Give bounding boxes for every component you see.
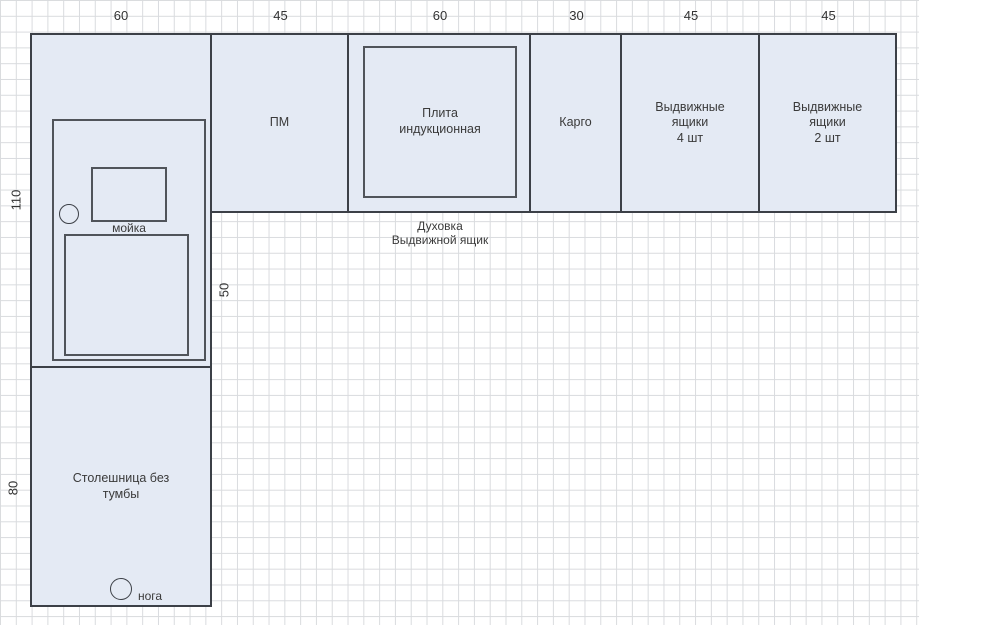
stove-cooktop-rect[interactable]: Плита индукционная xyxy=(363,46,517,198)
sink-label: мойка xyxy=(112,221,146,235)
unit-countertop[interactable]: Столешница без тумбы xyxy=(30,366,212,607)
dimension-label-top-5: 45 xyxy=(683,8,699,23)
faucet-circle[interactable] xyxy=(59,204,79,224)
drawers-4-label: Выдвижные ящики 4 шт xyxy=(655,99,725,145)
dimension-label-50: 50 xyxy=(216,282,232,298)
oven-note-label: Духовка Выдвижной ящик xyxy=(391,219,489,247)
dimension-label-top-2: 45 xyxy=(273,8,288,23)
sink-base-rect[interactable] xyxy=(64,234,189,356)
dimension-label-top-6: 45 xyxy=(821,8,836,23)
sink-cabinet-rect[interactable] xyxy=(52,119,206,361)
unit-drawers-2[interactable]: Выдвижные ящики 2 шт xyxy=(758,33,897,213)
dimension-label-top-3: 60 xyxy=(432,8,448,23)
unit-cargo[interactable]: Карго xyxy=(529,33,622,213)
leg-circle[interactable] xyxy=(110,578,132,600)
dimension-label-80: 80 xyxy=(5,480,21,496)
unit-stove[interactable] xyxy=(347,33,531,213)
dishwasher-label: ПМ xyxy=(269,115,290,130)
unit-drawers-4[interactable]: Выдвижные ящики 4 шт xyxy=(620,33,760,213)
dimension-label-110: 110 xyxy=(8,189,24,211)
drawers-2-label: Выдвижные ящики 2 шт xyxy=(792,99,863,145)
sink-bowl-rect[interactable] xyxy=(91,167,167,222)
leg-label: нога xyxy=(138,589,163,603)
unit-sink-zone[interactable] xyxy=(30,33,212,368)
dimension-label-top-4: 30 xyxy=(569,8,584,23)
stove-label: Плита индукционная xyxy=(399,106,481,136)
unit-dishwasher[interactable]: ПМ xyxy=(210,33,349,213)
dimension-label-top-1: 60 xyxy=(113,8,129,23)
cargo-label: Карго xyxy=(559,115,592,130)
countertop-label: Столешница без тумбы xyxy=(72,470,170,501)
